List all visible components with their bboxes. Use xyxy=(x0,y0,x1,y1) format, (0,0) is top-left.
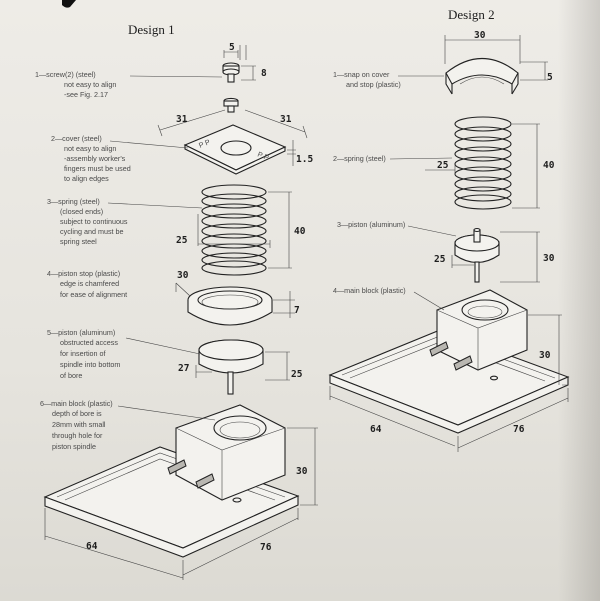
dim-d2-cover-diameter: 30 xyxy=(474,30,486,41)
dim-d2-piston-height: 30 xyxy=(543,253,555,264)
dim-stop-diameter: 30 xyxy=(177,270,189,281)
svg-text:and stop (plastic): and stop (plastic) xyxy=(346,80,401,89)
svg-text:28mm with small: 28mm with small xyxy=(52,420,106,429)
svg-text:4—main block (plastic): 4—main block (plastic) xyxy=(333,286,406,295)
svg-text:-assembly worker's: -assembly worker's xyxy=(64,154,126,163)
svg-text:subject to continuous: subject to continuous xyxy=(60,217,128,226)
dim-block-height: 30 xyxy=(296,466,308,477)
dim-d2-spring-diameter: 25 xyxy=(437,160,449,171)
d1-label-spring: 3—spring (steel) (closed ends) subject t… xyxy=(47,197,203,246)
dim-screw-height: 8 xyxy=(261,68,267,79)
d1-piston-stop xyxy=(187,286,273,326)
d1-cover-plate: P P P P xyxy=(183,124,287,175)
svg-text:of bore: of bore xyxy=(60,371,82,380)
d2-piston-dims: 25 30 xyxy=(434,231,555,283)
d1-piston xyxy=(198,339,264,395)
d1-cover-dims: 31 31 1.5 xyxy=(157,109,313,166)
svg-text:2—spring (steel): 2—spring (steel) xyxy=(333,154,386,163)
dim-piston-diameter: 27 xyxy=(178,363,189,374)
svg-text:3—piston (aluminum): 3—piston (aluminum) xyxy=(337,220,405,229)
dim-base-right: 76 xyxy=(260,542,272,553)
svg-text:spring steel: spring steel xyxy=(60,237,97,246)
dim-spring-diameter: 25 xyxy=(176,235,188,246)
title-design-1: Design 1 xyxy=(128,22,175,37)
svg-text:through hole for: through hole for xyxy=(52,431,103,440)
d2-spring xyxy=(454,116,512,210)
svg-text:2—cover (steel): 2—cover (steel) xyxy=(51,134,102,143)
d1-spring-dims: 25 40 xyxy=(176,191,306,269)
svg-text:cycling and must be: cycling and must be xyxy=(60,227,124,236)
d1-block-dims: 30 64 76 xyxy=(44,427,318,580)
page-corner-mark xyxy=(62,0,76,8)
dim-d2-base-right: 76 xyxy=(513,424,525,435)
svg-text:depth of bore is: depth of bore is xyxy=(52,409,102,418)
svg-text:piston spindle: piston spindle xyxy=(52,442,96,451)
svg-text:not easy to align: not easy to align xyxy=(64,144,116,153)
dim-stop-height: 7 xyxy=(294,305,300,316)
d1-spring xyxy=(201,184,267,276)
svg-text:for ease of alignment: for ease of alignment xyxy=(60,290,127,299)
d1-stop-dims: 30 7 xyxy=(175,270,300,318)
d2-spring-dims: 25 40 xyxy=(425,123,555,209)
d1-main-block xyxy=(43,404,300,558)
svg-text:obstructed access: obstructed access xyxy=(60,338,118,347)
svg-text:3—spring (steel): 3—spring (steel) xyxy=(47,197,100,206)
dim-spring-height: 40 xyxy=(294,226,306,237)
d1-label-screw: 1—screw(2) (steel) not easy to align -se… xyxy=(35,70,223,99)
d2-label-main-block: 4—main block (plastic) xyxy=(333,286,445,311)
svg-text:1—screw(2) (steel): 1—screw(2) (steel) xyxy=(35,70,96,79)
dim-d2-block-height: 30 xyxy=(539,350,551,361)
dim-d2-piston-diameter: 25 xyxy=(434,254,446,265)
dim-base-left: 64 xyxy=(86,541,98,552)
d2-block-dims: 30 64 76 xyxy=(329,314,569,452)
svg-text:to align edges: to align edges xyxy=(64,174,109,183)
dim-d2-base-left: 64 xyxy=(370,424,382,435)
d2-cover-dims: 30 5 xyxy=(444,30,553,83)
dim-cover-thickness: 1.5 xyxy=(296,154,313,165)
d1-label-cover: 2—cover (steel) not easy to align -assem… xyxy=(51,134,189,183)
d1-label-piston-stop: 4—piston stop (plastic) edge is chamfere… xyxy=(47,269,127,299)
svg-text:6—main block (plastic): 6—main block (plastic) xyxy=(40,399,113,408)
svg-text:-see Fig. 2.17: -see Fig. 2.17 xyxy=(64,90,108,99)
title-design-2: Design 2 xyxy=(448,7,495,22)
d1-piston-dims: 27 25 xyxy=(178,351,303,381)
d2-main-block xyxy=(328,289,570,434)
svg-text:1—snap on cover: 1—snap on cover xyxy=(333,70,390,79)
dim-d2-cover-height: 5 xyxy=(547,72,553,83)
d2-label-spring: 2—spring (steel) xyxy=(333,154,453,163)
dim-screw-width: 5 xyxy=(229,42,235,53)
svg-text:5—piston (aluminum): 5—piston (aluminum) xyxy=(47,328,115,337)
svg-text:P P: P P xyxy=(256,150,270,163)
svg-text:for insertion of: for insertion of xyxy=(60,349,106,358)
dim-d2-spring-height: 40 xyxy=(543,160,555,171)
svg-text:spindle into bottom: spindle into bottom xyxy=(60,360,120,369)
d2-label-piston: 3—piston (aluminum) xyxy=(337,220,457,237)
d1-screw-dims: 5 8 xyxy=(223,42,267,81)
dim-piston-height: 25 xyxy=(291,369,303,380)
dim-cover-left: 31 xyxy=(176,114,188,125)
svg-text:edge is chamfered: edge is chamfered xyxy=(60,279,119,288)
d2-label-snap-cover: 1—snap on cover and stop (plastic) xyxy=(333,70,444,89)
dim-cover-right: 31 xyxy=(280,114,292,125)
d2-piston xyxy=(454,227,500,283)
svg-text:(closed ends): (closed ends) xyxy=(60,207,103,216)
d1-label-piston: 5—piston (aluminum) obstructed access fo… xyxy=(47,328,201,380)
svg-text:fingers must be used: fingers must be used xyxy=(64,164,131,173)
svg-text:not easy to align: not easy to align xyxy=(64,80,116,89)
d1-screw xyxy=(222,62,240,113)
d1-label-main-block: 6—main block (plastic) depth of bore is … xyxy=(40,399,216,451)
svg-text:P P: P P xyxy=(197,137,211,150)
svg-text:4—piston stop (plastic): 4—piston stop (plastic) xyxy=(47,269,120,278)
d2-snap-cover xyxy=(445,57,519,95)
